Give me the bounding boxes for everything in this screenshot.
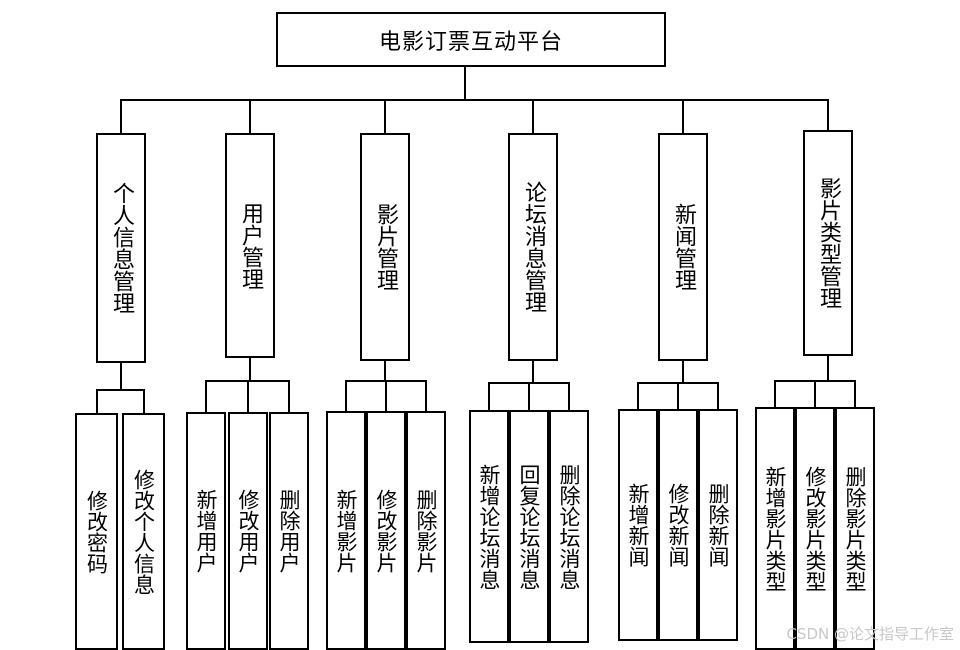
connector-to-child bbox=[717, 382, 719, 409]
root-label: 电影订票互动平台 bbox=[378, 29, 563, 55]
connector-module-down bbox=[384, 361, 386, 380]
connector-to-child bbox=[385, 380, 387, 411]
child-node: 删除影片 bbox=[406, 411, 446, 650]
child-label: 修改密码 bbox=[84, 489, 109, 574]
child-label: 新增论坛消息 bbox=[477, 463, 501, 590]
child-node: 修改新闻 bbox=[658, 409, 698, 641]
child-node: 新增用户 bbox=[186, 412, 226, 650]
child-label: 新增用户 bbox=[194, 489, 218, 573]
connector-main-bus bbox=[120, 99, 829, 101]
module-label: 影片类型管理 bbox=[816, 177, 841, 309]
connector-to-module bbox=[682, 99, 684, 133]
child-node: 删除新闻 bbox=[698, 409, 738, 641]
module-label: 影片管理 bbox=[373, 203, 398, 291]
connector-to-module bbox=[120, 99, 122, 133]
module-node: 新闻管理 bbox=[658, 133, 708, 361]
child-label: 修改影片 bbox=[374, 488, 398, 573]
connector-to-child bbox=[345, 380, 347, 411]
child-label: 修改个人信息 bbox=[131, 468, 156, 595]
module-node: 用户管理 bbox=[225, 133, 275, 358]
child-label: 删除影片 bbox=[414, 488, 438, 573]
child-label: 新增新闻 bbox=[626, 483, 650, 567]
connector-to-child bbox=[774, 380, 776, 407]
child-node: 删除用户 bbox=[269, 412, 309, 650]
connector-module-down bbox=[249, 358, 251, 380]
child-node: 修改用户 bbox=[228, 412, 268, 650]
connector-to-child bbox=[205, 380, 207, 412]
module-label: 个人信息管理 bbox=[109, 182, 134, 314]
child-node: 新增影片类型 bbox=[755, 407, 795, 650]
module-node: 论坛消息管理 bbox=[508, 133, 558, 361]
child-label: 修改用户 bbox=[236, 489, 260, 573]
connector-to-child bbox=[677, 382, 679, 409]
module-node: 影片类型管理 bbox=[803, 130, 853, 356]
connector-to-child bbox=[528, 382, 530, 410]
module-node: 影片管理 bbox=[360, 133, 410, 361]
connector-root-down bbox=[464, 67, 466, 99]
connector-module-down bbox=[682, 361, 684, 382]
root-node: 电影订票互动平台 bbox=[276, 12, 666, 67]
child-node: 修改个人信息 bbox=[122, 413, 165, 650]
child-node: 回复论坛消息 bbox=[509, 410, 549, 643]
connector-to-child bbox=[95, 389, 98, 413]
connector-to-module bbox=[827, 99, 829, 130]
connector-to-child bbox=[488, 382, 490, 410]
module-label: 用户管理 bbox=[238, 201, 263, 290]
child-label: 删除用户 bbox=[277, 489, 301, 573]
child-label: 新增影片类型 bbox=[763, 465, 787, 592]
connector-to-module bbox=[384, 99, 386, 133]
connector-to-child bbox=[288, 380, 290, 412]
child-node: 修改影片类型 bbox=[795, 407, 835, 650]
connector-to-child bbox=[142, 389, 145, 413]
child-node: 新增论坛消息 bbox=[469, 410, 509, 643]
child-node: 新增影片 bbox=[326, 411, 366, 650]
connector-to-child bbox=[568, 382, 570, 410]
watermark: CSDN @论文指导工作室 bbox=[786, 625, 954, 643]
child-label: 删除影片类型 bbox=[843, 465, 867, 592]
connector-module-down bbox=[120, 363, 122, 389]
connector-module-down bbox=[827, 356, 829, 380]
child-label: 新增影片 bbox=[334, 488, 358, 573]
child-label: 修改影片类型 bbox=[803, 465, 827, 592]
child-node: 修改影片 bbox=[366, 411, 406, 650]
connector-to-child bbox=[637, 382, 639, 409]
child-node: 删除论坛消息 bbox=[549, 410, 589, 643]
module-node: 个人信息管理 bbox=[96, 133, 146, 363]
connector-to-child bbox=[247, 380, 249, 412]
connector-to-child bbox=[425, 380, 427, 411]
connector-to-module bbox=[532, 99, 534, 133]
connector-to-child bbox=[814, 380, 816, 407]
module-label: 论坛消息管理 bbox=[521, 181, 546, 313]
child-label: 删除新闻 bbox=[706, 483, 730, 567]
child-label: 回复论坛消息 bbox=[517, 463, 541, 590]
child-node: 新增新闻 bbox=[618, 409, 658, 641]
connector-module-down bbox=[532, 361, 534, 382]
connector-to-child bbox=[854, 380, 856, 407]
child-label: 修改新闻 bbox=[666, 483, 690, 567]
child-node: 删除影片类型 bbox=[835, 407, 875, 650]
module-label: 新闻管理 bbox=[671, 203, 696, 291]
connector-child-bus bbox=[95, 389, 145, 391]
child-node: 修改密码 bbox=[75, 413, 118, 650]
connector-to-module bbox=[249, 99, 251, 133]
child-label: 删除论坛消息 bbox=[557, 463, 581, 590]
